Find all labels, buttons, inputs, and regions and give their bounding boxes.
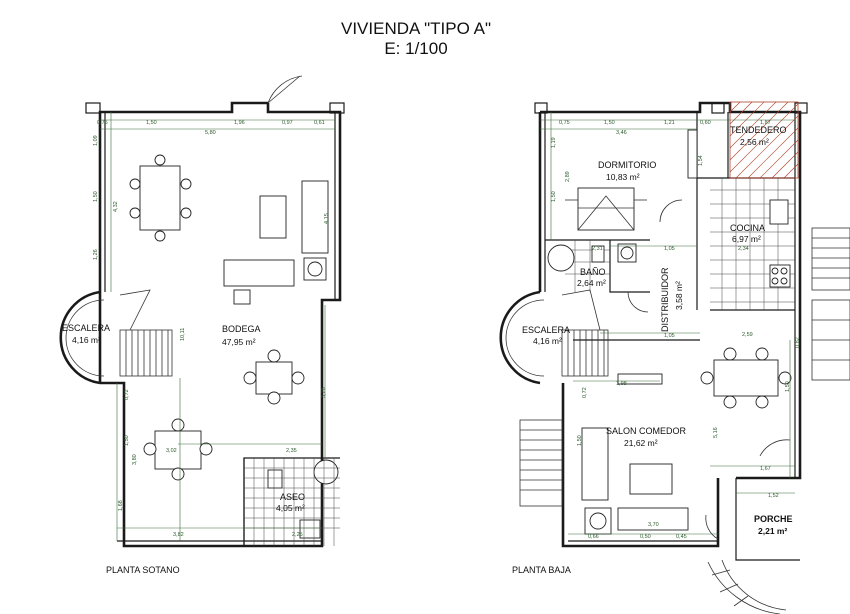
dim-baja-234: 2,34 (738, 246, 749, 252)
dim-baja-167: 1,67 (760, 466, 771, 472)
dim-baja-150c: 1,50 (785, 381, 791, 392)
planta-baja: 0,75 1,50 1,21 0,60 1,87 3,46 1,19 2,89 … (499, 101, 850, 614)
dim-baja-152: 1,52 (768, 493, 779, 499)
dim-sot-432: 4,32 (113, 201, 119, 212)
bano-fixtures (547, 240, 637, 292)
dim-sot-168: 1,68 (118, 500, 124, 511)
baja-stairs (505, 289, 609, 507)
area-baja-escalera: 4,16 m² (533, 336, 562, 346)
area-baja-porche: 2,21 m² (758, 526, 787, 536)
dim-sot-150: 1,50 (146, 120, 157, 126)
room-baja-salon: SALON COMEDOR (606, 426, 687, 436)
room-sotano-escalera: ESCALERA (62, 323, 110, 333)
area-baja-tendedero: 2,56 m² (740, 137, 769, 147)
dormitorio-furniture (565, 129, 698, 231)
planta-sotano: 0,75 1,50 1,96 0,97 0,61 5,80 1,09 1,50 … (59, 75, 345, 575)
dim-baja-066: 0,66 (588, 534, 599, 540)
dim-sot-126: 1,26 (93, 249, 99, 260)
room-baja-dormitorio: DORMITORIO (598, 160, 656, 170)
caption-planta-baja: PLANTA BAJA (512, 565, 571, 575)
aseo-tiles (244, 458, 340, 546)
dim-sot-326: 3,26 (321, 387, 327, 398)
dim-baja-259: 2,59 (742, 332, 753, 338)
dim-baja-082: 0,82 (795, 337, 801, 348)
area-sotano-bodega: 47,95 m² (222, 337, 256, 347)
dim-baja-370: 3,70 (648, 522, 659, 528)
room-baja-porche: PORCHE (754, 514, 793, 524)
dim-baja-150d: 1,50 (577, 435, 583, 446)
baja-dimensions: 0,75 1,50 1,21 0,60 1,87 3,46 1,19 2,89 … (540, 112, 801, 540)
dim-sot-075: 0,75 (97, 120, 108, 126)
area-baja-bano: 2,64 m² (577, 278, 606, 288)
dim-sot-302: 3,02 (166, 448, 177, 454)
dim-baja-150b: 1,50 (551, 191, 557, 202)
area-baja-distribuidor: 3,58 m² (674, 281, 684, 310)
room-baja-distribuidor: DISTRIBUIDOR (660, 267, 670, 332)
dim-baja-060: 0,60 (700, 120, 711, 126)
room-baja-tendedero: TENDEDERO (730, 125, 787, 135)
dim-sot-150c: 1,50 (124, 435, 130, 446)
dim-sot-235: 2,35 (286, 448, 297, 454)
area-sotano-escalera: 4,16 m² (72, 335, 101, 345)
dim-baja-516: 5,16 (713, 427, 719, 438)
dim-baja-150: 1,50 (604, 120, 615, 126)
dim-baja-050: 0,50 (640, 534, 651, 540)
tendedero-hatch (729, 101, 799, 179)
baja-terrace (811, 227, 850, 381)
salon-furniture (581, 347, 792, 535)
dim-baja-187: 1,87 (760, 120, 771, 126)
room-baja-bano: BAÑO (580, 267, 606, 277)
area-sotano-aseo: 4,05 m² (276, 503, 305, 513)
room-baja-escalera: ESCALERA (522, 325, 570, 335)
sheet-scale: E: 1/100 (384, 39, 447, 58)
dim-baja-121: 1,21 (664, 120, 675, 126)
dim-baja-072: 0,72 (582, 387, 588, 398)
dim-sot-109: 1,09 (93, 135, 99, 146)
dim-sot-150b: 1,50 (93, 191, 99, 202)
room-sotano-aseo: ASEO (280, 492, 305, 502)
dim-sot-1011: 10,11 (180, 328, 186, 341)
dim-baja-105: 1,05 (664, 246, 675, 252)
cocina-tiles (710, 178, 795, 310)
dim-baja-289: 2,89 (565, 171, 571, 182)
dim-baja-346: 3,46 (616, 130, 627, 136)
dim-sot-415: 4,15 (324, 213, 330, 224)
dim-baja-198: 1,98 (616, 381, 627, 387)
area-baja-cocina: 6,97 m² (732, 234, 761, 244)
area-baja-salon: 21,62 m² (624, 438, 658, 448)
sotano-dimensions: 0,75 1,50 1,96 0,97 0,61 5,80 1,09 1,50 … (93, 112, 335, 541)
room-sotano-bodega: BODEGA (222, 324, 261, 334)
dim-baja-105b: 1,05 (664, 333, 675, 339)
caption-planta-sotano: PLANTA SOTANO (106, 565, 180, 575)
dim-baja-119: 1,19 (551, 137, 557, 148)
room-baja-cocina: COCINA (730, 223, 765, 233)
dim-sot-225: 2,25 (292, 532, 303, 538)
area-baja-dormitorio: 10,83 m² (606, 172, 640, 182)
dim-sot-061: 0,61 (314, 120, 325, 126)
dim-baja-075: 0,75 (559, 120, 570, 126)
dim-baja-231: 2,31 (592, 246, 603, 252)
dim-sot-380: 3,80 (132, 454, 138, 465)
dim-sot-072: 0,72 (124, 389, 130, 400)
sheet-title: VIVIENDA "TIPO A" (341, 19, 491, 38)
sotano-stairs (119, 289, 173, 377)
sotano-walls (59, 75, 345, 548)
dim-sot-196: 1,96 (234, 120, 245, 126)
dim-baja-045: 0,45 (676, 534, 687, 540)
dim-baja-154: 1,54 (698, 155, 704, 166)
dim-sot-580: 5,80 (205, 130, 216, 136)
dim-sot-382: 3,82 (173, 532, 184, 538)
dim-sot-097: 0,97 (282, 120, 293, 126)
